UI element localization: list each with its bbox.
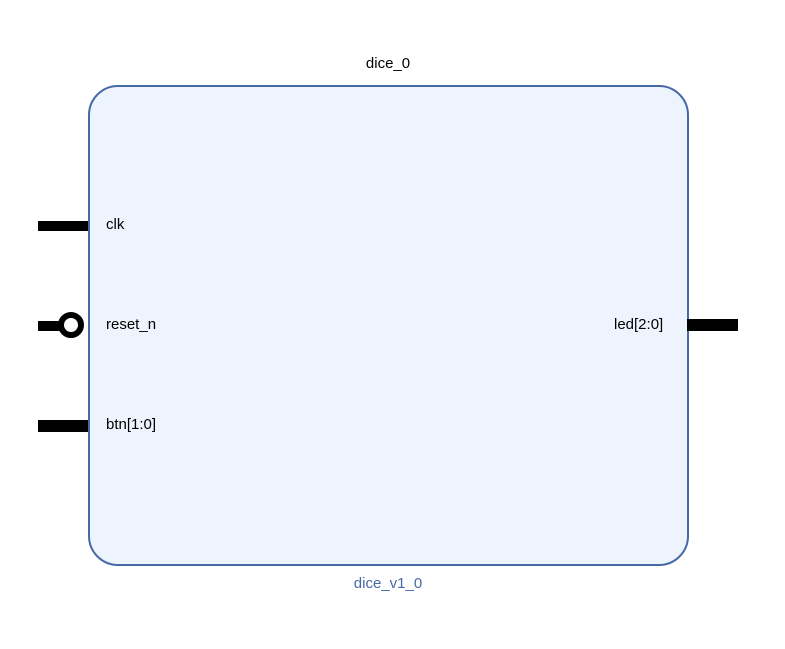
ip-block[interactable] [88, 85, 689, 566]
block-module-name: dice_v1_0 [353, 575, 423, 592]
led-port-label: led[2:0] [614, 316, 664, 333]
reset-n-port-label: reset_n [106, 316, 157, 333]
clk-port-label: clk [106, 216, 125, 233]
block-instance-name: dice_0 [365, 55, 411, 72]
btn-port-wire[interactable] [38, 420, 88, 432]
clk-port-wire[interactable] [38, 221, 88, 231]
btn-port-label: btn[1:0] [106, 416, 157, 433]
reset-n-port-wire[interactable] [38, 321, 62, 331]
led-port-wire[interactable] [687, 319, 738, 331]
active-low-bubble-icon [58, 312, 84, 338]
